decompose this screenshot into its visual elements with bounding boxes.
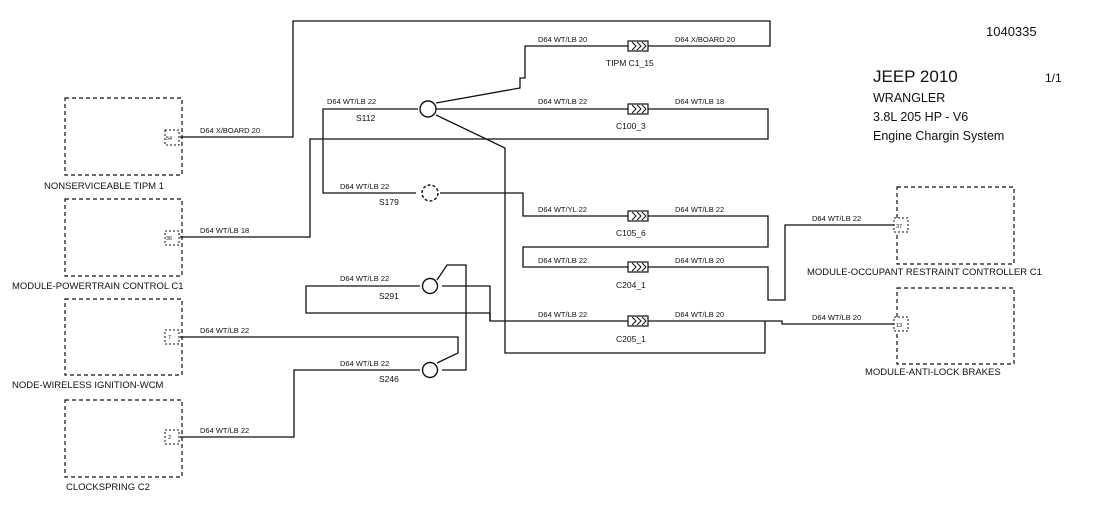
page-number: 1/1 <box>1045 71 1062 85</box>
c105-6-label: C105_6 <box>616 228 646 238</box>
pcm-pin <box>164 230 180 246</box>
wire-label-tipm: D64 X/BOARD 20 <box>200 126 260 135</box>
tipm-c1-15-label: TIPM C1_15 <box>606 58 654 68</box>
wire-s291-c205 <box>305 285 628 322</box>
s112-label: S112 <box>356 113 375 123</box>
wire-label-c105-right: D64 WT/LB 22 <box>675 205 724 214</box>
tipm-pin <box>164 129 180 146</box>
wire-wcm <box>180 336 459 364</box>
wire-tipm <box>180 20 771 138</box>
wire-label-c204-left: D64 WT/LB 22 <box>538 256 587 265</box>
wcm-pin <box>164 329 180 345</box>
connector-c204-1 <box>627 261 649 273</box>
s291-label: S291 <box>379 291 399 301</box>
wire-c105-c204 <box>522 215 769 268</box>
wire-label-wcm: D64 WT/LB 22 <box>200 326 249 335</box>
splice-s246 <box>421 361 439 379</box>
pcm-label: MODULE-POWERTRAIN CONTROL C1 <box>12 281 184 292</box>
wire-label-s246: D64 WT/LB 22 <box>340 359 389 368</box>
clockspring-box <box>64 399 183 478</box>
engine-title: 3.8L 205 HP - V6 <box>873 110 968 124</box>
c100-3-label: C100_3 <box>616 121 646 131</box>
wire-label-pcm: D64 WT/LB 18 <box>200 226 249 235</box>
splice-s291 <box>421 277 439 295</box>
orc-pin-label: 37 <box>896 224 902 230</box>
s246-label: S246 <box>379 374 399 384</box>
wire-s291-up <box>436 264 467 353</box>
wire-c204-orc <box>648 224 894 301</box>
wire-c100-pcm <box>180 108 769 238</box>
wire-s246-clockspring <box>180 369 420 438</box>
wire-s112-down <box>435 114 766 354</box>
wire-s179-c105 <box>440 192 628 217</box>
wire-s112-s179-loop <box>322 108 418 194</box>
wire-label-c205-right: D64 WT/LB 20 <box>675 310 724 319</box>
abs-label: MODULE-ANTI-LOCK BRAKES <box>865 367 1001 378</box>
abs-box <box>896 287 1015 365</box>
wire-label-c100-right: D64 WT/LB 18 <box>675 97 724 106</box>
wire-s291-right <box>442 285 491 321</box>
clockspring-pin-label: 2 <box>168 435 171 441</box>
wire-tipm-c1-15-left <box>435 45 628 104</box>
c205-1-label: C205_1 <box>616 334 646 344</box>
wire-s246-right <box>442 353 467 371</box>
wire-label-c105-left: D64 WT/YL 22 <box>538 205 587 214</box>
doc-number: 1040335 <box>986 24 1037 39</box>
wire-label-top-left: D64 WT/LB 20 <box>538 35 587 44</box>
orc-label: MODULE-OCCUPANT RESTRAINT CONTROLLER C1 <box>807 267 1042 278</box>
tipm-label: NONSERVICEABLE TIPM 1 <box>44 181 164 192</box>
wire-label-s291: D64 WT/LB 22 <box>340 274 389 283</box>
wire-label-clockspring: D64 WT/LB 22 <box>200 426 249 435</box>
pcm-pin-label: 36 <box>166 236 172 242</box>
wire-label-s179: D64 WT/LB 22 <box>340 182 389 191</box>
wire-label-c205-left: D64 WT/LB 22 <box>538 310 587 319</box>
system-title: Engine Chargin System <box>873 129 1004 143</box>
connector-c105-6 <box>627 210 649 222</box>
model-title: WRANGLER <box>873 91 945 105</box>
c204-1-label: C204_1 <box>616 280 646 290</box>
splice-s179 <box>421 184 439 202</box>
wire-c205-abs <box>648 320 894 325</box>
wire-label-c204-right: D64 WT/LB 20 <box>675 256 724 265</box>
clockspring-pin <box>164 429 180 445</box>
wire-label-abs: D64 WT/LB 20 <box>812 313 861 322</box>
tipm-pin-label: 54 <box>166 136 172 142</box>
wcm-pin-label: 7 <box>168 335 171 341</box>
splice-s112 <box>419 100 437 118</box>
pcm-box <box>64 198 183 277</box>
connector-c100-3 <box>627 103 649 115</box>
orc-box <box>896 186 1015 265</box>
wire-label-c100-left: D64 WT/LB 22 <box>538 97 587 106</box>
abs-pin-label: 13 <box>896 323 902 329</box>
wcm-box <box>64 298 183 376</box>
s179-label: S179 <box>379 197 399 207</box>
make-year-title: JEEP 2010 <box>873 67 958 86</box>
wire-label-top-right: D64 X/BOARD 20 <box>675 35 735 44</box>
wcm-label: NODE-WIRELESS IGNITION-WCM <box>12 380 164 391</box>
wire-label-orc: D64 WT/LB 22 <box>812 214 861 223</box>
connector-c205-1 <box>627 315 649 327</box>
clockspring-label: CLOCKSPRING C2 <box>66 482 150 493</box>
connector-tipm-c1-15 <box>627 40 649 52</box>
tipm-box <box>64 97 183 176</box>
wire-label-s112-in: D64 WT/LB 22 <box>327 97 376 106</box>
